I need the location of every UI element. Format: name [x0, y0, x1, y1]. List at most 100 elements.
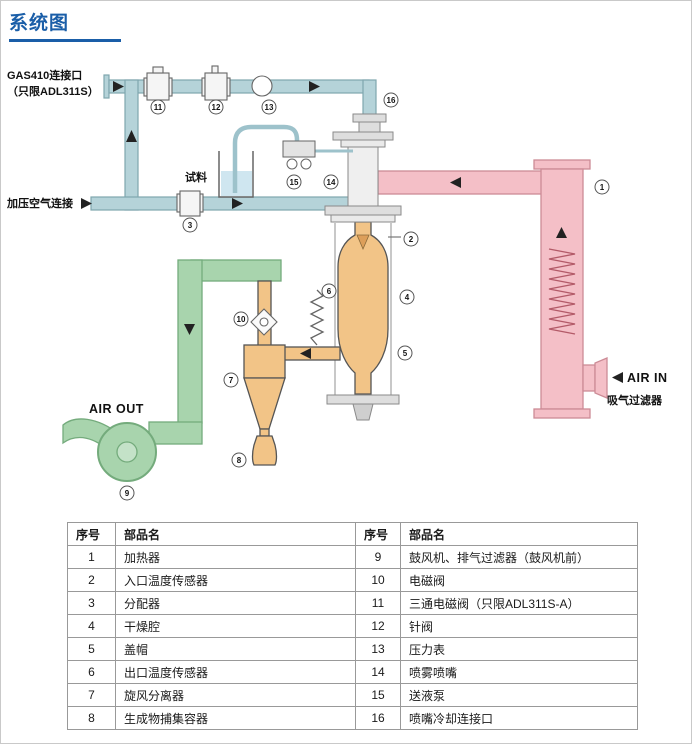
- sample-beaker: [218, 151, 254, 198]
- callout-circle: [150, 99, 166, 115]
- parts-table: 序号 部品名 序号 部品名 1 加热器 9 鼓风机、排气过滤器（鼓风机前） 2 …: [67, 522, 638, 730]
- gas-port-flange: [103, 74, 110, 99]
- callout-13-pressure-gauge: 13: [261, 99, 277, 115]
- pump-body: [282, 140, 316, 158]
- part-no-cell: 6: [67, 660, 116, 684]
- compressed-air-piping: [90, 74, 377, 211]
- part-no-cell: 15: [355, 683, 401, 707]
- callout-number: 3: [188, 221, 193, 230]
- callout-circle: [233, 311, 249, 327]
- callout-circle: [323, 174, 339, 190]
- exhaust-elbow: [148, 421, 203, 445]
- callout-9-blower: 9: [119, 485, 135, 501]
- col-header-no: 序号: [67, 522, 116, 546]
- callout-circle: [403, 231, 419, 247]
- table-row: 2 入口温度传感器 10 电磁阀: [67, 568, 638, 592]
- callout-circle: [208, 99, 224, 115]
- nozzle-elbow-pipe: [362, 79, 377, 117]
- part-name-cell: 压力表: [400, 637, 638, 661]
- pressurized-air-label: 加压空气连接: [6, 196, 73, 210]
- sample-label: 试料: [185, 170, 207, 184]
- table-row: 5 盖帽 13 压力表: [67, 637, 638, 661]
- callout-12-needle-valve: 12: [208, 99, 224, 115]
- arrow-left-icon: [300, 348, 311, 359]
- callout-1-heater: 1: [594, 179, 610, 195]
- air-out-label: AIR OUT: [89, 402, 144, 416]
- callout-circle: [321, 283, 337, 299]
- part-no-cell: 11: [355, 591, 401, 615]
- callout-number: 5: [403, 349, 408, 358]
- callout-circle: [231, 452, 247, 468]
- gas-port-label-line2: （只限ADL311S）: [7, 84, 99, 98]
- part-name-cell: 送液泵: [400, 683, 638, 707]
- flow-arrows: [81, 81, 623, 383]
- collection-vessel: [251, 435, 278, 466]
- table-row: 3 分配器 11 三通电磁阀（只限ADL311S-A）: [67, 591, 638, 615]
- cyclone-body: [243, 344, 286, 379]
- part-no-cell: 10: [355, 568, 401, 592]
- heater-column: [540, 168, 584, 410]
- part-name-cell: 鼓风机、排气过滤器（鼓风机前）: [400, 545, 638, 569]
- part-no-cell: 5: [67, 637, 116, 661]
- heater-top-flange: [533, 159, 591, 170]
- column-body: [347, 146, 379, 208]
- lower-pipe: [90, 196, 350, 211]
- part-no-cell: 4: [67, 614, 116, 638]
- callout-circle: [119, 485, 135, 501]
- upper-flange: [332, 131, 394, 141]
- gas-port-label-line1: GAS410连接口: [7, 68, 82, 82]
- nozzle-top-flange: [352, 113, 387, 123]
- part-no-cell: 14: [355, 660, 401, 684]
- callout-number: 15: [290, 178, 299, 187]
- callout-number: 16: [387, 96, 396, 105]
- intake-filter-label: 吸气过滤器: [607, 393, 663, 407]
- col-header-no: 序号: [355, 522, 401, 546]
- pump-roller: [286, 158, 298, 170]
- part-no-cell: 7: [67, 683, 116, 707]
- arrow-down-icon: [184, 324, 195, 335]
- callout-circle: [261, 99, 277, 115]
- callout-number: 2: [409, 235, 414, 244]
- callout-circle: [182, 217, 198, 233]
- left-vertical-pipe: [124, 79, 139, 211]
- callout-circle: [383, 92, 399, 108]
- inlet-air-piping: [377, 159, 608, 419]
- air-in-stub: [582, 364, 596, 392]
- vessel-neck: [259, 428, 270, 437]
- part-no-cell: 2: [67, 568, 116, 592]
- table-row: 8 生成物捕集容器 16 喷嘴冷却连接口: [67, 706, 638, 730]
- chamber-top-flange: [324, 205, 402, 216]
- exhaust-top-pipe: [190, 259, 282, 282]
- part-name-cell: 出口温度传感器: [115, 660, 356, 684]
- callout-circle: [223, 372, 239, 388]
- cyclone-cone: [243, 377, 286, 430]
- arrow-up-icon: [126, 130, 137, 142]
- nozzle-body: [358, 121, 381, 134]
- col-header-name: 部品名: [400, 522, 638, 546]
- chamber-base-plate: [326, 394, 400, 405]
- table-row: 1 加热器 9 鼓风机、排气过滤器（鼓风机前）: [67, 545, 638, 569]
- part-no-cell: 8: [67, 706, 116, 730]
- feed-tube: [232, 124, 300, 193]
- spray-nozzle: [356, 234, 370, 251]
- callout-number: 10: [237, 315, 246, 324]
- callout-3-distributor: 3: [182, 217, 198, 233]
- part-no-cell: 1: [67, 545, 116, 569]
- callout-circle: [286, 174, 302, 190]
- drying-chamber: [337, 221, 389, 395]
- part-name-cell: 电磁阀: [400, 568, 638, 592]
- callout-number: 8: [237, 456, 242, 465]
- col-header-name: 部品名: [115, 522, 356, 546]
- callout-5-cap: 5: [397, 345, 413, 361]
- part-name-cell: 分配器: [115, 591, 356, 615]
- arrow-right-icon: [232, 198, 243, 209]
- chamber-shell: [334, 223, 392, 397]
- part-no-cell: 13: [355, 637, 401, 661]
- chamber-top-flange-2: [330, 214, 396, 223]
- part-no-cell: 3: [67, 591, 116, 615]
- part-name-cell: 针阀: [400, 614, 638, 638]
- table-row: 4 干燥腔 12 针阀: [67, 614, 638, 638]
- callout-8-collection-vessel: 8: [231, 452, 247, 468]
- callout-number: 13: [265, 103, 274, 112]
